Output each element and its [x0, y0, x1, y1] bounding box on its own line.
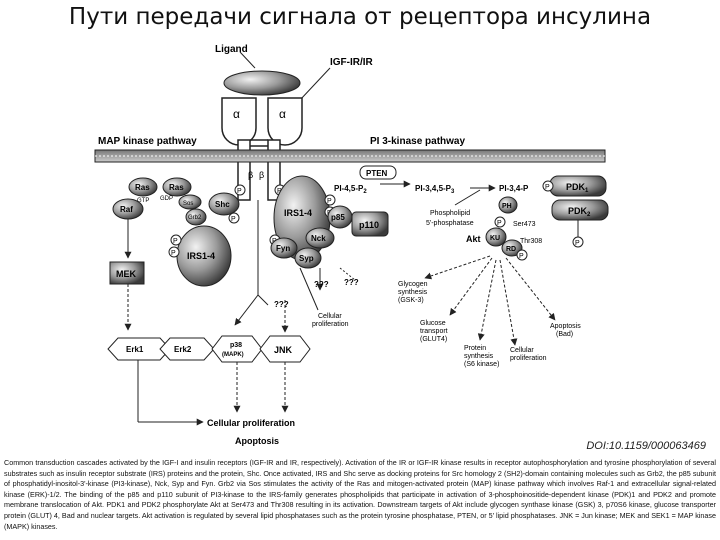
p38-node: [211, 335, 263, 363]
ligand-label: Ligand: [215, 44, 248, 55]
glucose-label-2: transport: [420, 328, 448, 335]
akt-prolif-label-1: Cellular: [510, 347, 534, 354]
akt-label: Akt: [466, 234, 481, 244]
phosphatase-label: 5'-phosphatase: [426, 220, 474, 227]
nck-node: [305, 227, 335, 249]
akt-ku-domain: [485, 227, 507, 247]
pi3-pathway-label: PI 3-kinase pathway: [370, 136, 465, 147]
qmarks-receptor: ???: [274, 300, 289, 309]
glycogen-label-1: Glycogen: [398, 281, 428, 288]
erk1-label: Erk1: [126, 345, 144, 354]
fyn-label: Fyn: [276, 244, 290, 253]
jnk-node: [259, 335, 311, 363]
akt-rd-domain: [501, 239, 523, 257]
irs-left-phospho-1: P: [173, 238, 178, 245]
ligand-shape: [223, 70, 301, 96]
mek-label: MEK: [116, 269, 137, 279]
alpha-subunit-left: [221, 97, 257, 146]
grb2-label: Grb2: [188, 215, 202, 221]
jnk-label: JNK: [274, 345, 293, 355]
ph-domain: [498, 196, 518, 214]
p110-node: [351, 211, 389, 237]
apoptosis-label-2: (Bad): [556, 331, 573, 338]
bottom-prolif-label: Cellular proliferation: [207, 418, 295, 428]
qmarks-syp: ???: [344, 278, 359, 287]
phospholipid-label: Phospholipid: [430, 210, 470, 217]
pi34p-label: PI-3,4-P: [499, 184, 529, 193]
apoptosis-label-1: Apoptosis: [550, 323, 581, 330]
ras1-label: Ras: [135, 183, 150, 192]
ph-label: PH: [502, 203, 512, 210]
glucose-label-1: Glucose: [420, 320, 446, 327]
raf-label: Raf: [120, 205, 133, 214]
alpha-label-right: α: [279, 107, 286, 121]
pten-node: [359, 165, 397, 180]
pdk2-node: [551, 199, 609, 221]
pten-label: PTEN: [366, 169, 388, 178]
bottom-apoptosis-label: Apoptosis: [235, 436, 279, 446]
erk2-label: Erk2: [174, 345, 192, 354]
protein-label-1: Protein: [464, 345, 486, 352]
receptor-label: IGF-IR/IR: [330, 57, 374, 68]
ras2-label: Ras: [169, 183, 184, 192]
p38-mapk-label: (MAPK): [222, 352, 244, 358]
akt-ser-phospho: P: [497, 220, 502, 227]
erk2-node: [159, 337, 215, 361]
erk1-node: [107, 337, 171, 361]
syp-node: [294, 247, 322, 269]
qmarks-fyn: ???: [314, 280, 329, 289]
ras-gdp-node: [162, 177, 192, 197]
pdk2-label: PDK2: [568, 206, 591, 218]
mek-node: [109, 261, 145, 285]
beta-label-left: β: [248, 170, 253, 180]
alpha-subunit-right: [267, 97, 303, 146]
thr308-label: Thr308: [520, 238, 542, 245]
p110-label: p110: [359, 220, 379, 230]
rd-label: RD: [506, 246, 516, 253]
irs-center-phospho-3: P: [327, 198, 332, 205]
ku-label: KU: [490, 235, 500, 242]
syp-label: Syp: [299, 254, 314, 263]
irs14-center-label: IRS1-4: [284, 208, 312, 218]
glycogen-label-2: synthesis: [398, 289, 428, 296]
akt-prolif-label-2: proliferation: [510, 355, 547, 362]
protein-label-2: synthesis: [464, 353, 494, 360]
receptor-phospho-2: P: [277, 188, 282, 195]
pdk1-label: PDK1: [566, 182, 589, 194]
irs14-left-label: IRS1-4: [187, 251, 215, 261]
pip3-label: PI-3,4,5-P3: [415, 184, 455, 195]
slide-title: Пути передачи сигнала от рецептора инсул…: [68, 4, 652, 30]
fyn-node: [270, 237, 298, 259]
receptor-phospho-1: P: [237, 188, 242, 195]
alpha-label-left: α: [233, 107, 240, 121]
irs-prolif-label-1: Cellular: [318, 313, 342, 320]
gdp-label: GDP: [160, 196, 173, 202]
p38-label: p38: [230, 342, 242, 349]
p85-label: p85: [331, 213, 345, 222]
doi-reference: DOI:10.1159/000063469: [586, 440, 706, 452]
nck-label: Nck: [311, 234, 326, 243]
pip2-label: PI-4,5-P2: [334, 184, 367, 195]
shc-label: Shc: [215, 200, 230, 209]
glycogen-label-3: (GSK-3): [398, 297, 424, 304]
sos-label: Sos: [183, 201, 193, 207]
protein-label-3: (S6 kinase): [464, 361, 499, 368]
ras-gtp-node: [128, 177, 158, 197]
grb2-node: [185, 208, 207, 226]
irs-prolif-label-2: proliferation: [312, 321, 349, 328]
shc-node: [208, 192, 240, 216]
figure-caption: Common transduction cascades activated b…: [4, 458, 716, 531]
beta-label-right: β: [259, 170, 264, 180]
pdk1-phospho: P: [545, 184, 550, 191]
akt-thr-phospho: P: [519, 253, 524, 260]
sos-node: [178, 194, 202, 210]
gtp-label: GTP: [137, 198, 149, 204]
map-pathway-label: MAP kinase pathway: [98, 136, 197, 147]
shc-phospho: P: [231, 216, 236, 223]
insulin-signaling-diagram: Ligand IGF-IR/IR α α β β MAP kinase path…: [94, 44, 609, 446]
ser473-label: Ser473: [513, 221, 536, 228]
glucose-label-3: (GLUT4): [420, 336, 447, 343]
pdk2-phospho: P: [575, 240, 580, 247]
irs-left-phospho-2: P: [171, 250, 176, 257]
